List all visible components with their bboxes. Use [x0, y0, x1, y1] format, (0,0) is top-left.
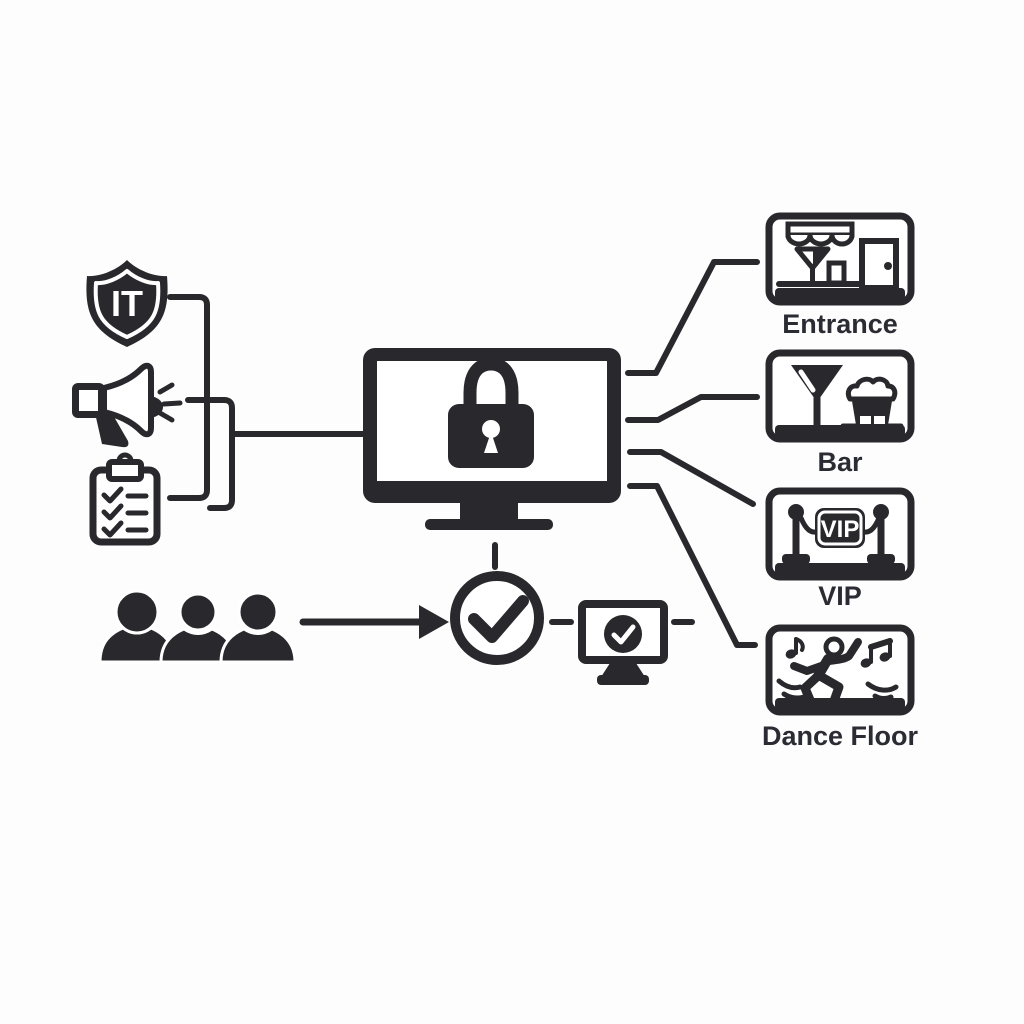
- zone-label-vip: VIP: [818, 581, 862, 611]
- dance-floor-dancer-icon: [776, 636, 899, 706]
- zone-vip: VIP VIP: [765, 487, 915, 611]
- vip-sign-text: VIP: [821, 516, 860, 543]
- bar-drinks-icon: [791, 365, 904, 433]
- checklist-clipboard-icon: [89, 452, 161, 546]
- zone-label-bar: Bar: [817, 447, 863, 477]
- entrance-storefront-icon: [776, 221, 899, 291]
- megaphone-icon: [72, 362, 183, 448]
- vip-rope-icon: VIP: [782, 504, 895, 564]
- verified-screen-icon: [549, 600, 695, 685]
- it-shield-icon: IT: [86, 260, 168, 347]
- check-circle-icon: [450, 571, 544, 665]
- zone-dance-floor: Dance Floor: [762, 624, 919, 751]
- zone-label-entrance: Entrance: [782, 309, 898, 339]
- it-shield-text: IT: [111, 283, 143, 324]
- guests-group-icon: [98, 589, 297, 664]
- zone-entrance: Entrance: [765, 212, 915, 339]
- zone-connectors: [625, 259, 760, 648]
- input-connectors: [167, 294, 366, 511]
- flow-arrow-icon: [299, 605, 449, 639]
- zone-bar: Bar: [765, 349, 915, 477]
- locked-monitor-icon: [363, 348, 621, 530]
- padlock-icon: [448, 357, 534, 468]
- zone-label-dance-floor: Dance Floor: [762, 721, 919, 751]
